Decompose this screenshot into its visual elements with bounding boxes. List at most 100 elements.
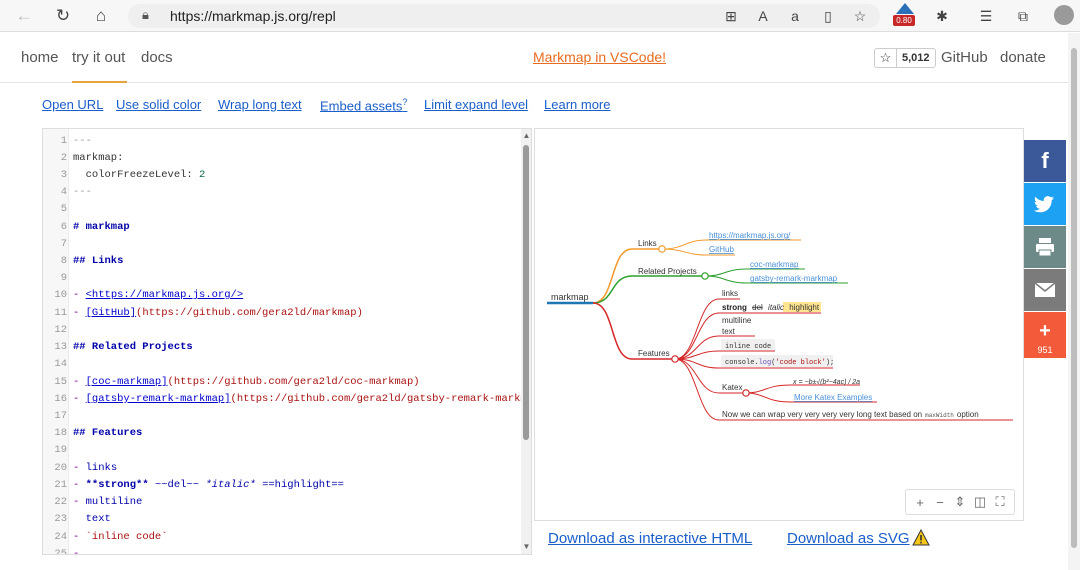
code-line[interactable]: 10- <https://markmap.js.org/> (54, 289, 244, 301)
code-line[interactable]: 4--- (60, 186, 92, 198)
code-line[interactable]: 21- **strong** ~~del~~ *italic* ==highli… (54, 479, 344, 491)
print-share-button[interactable] (1024, 226, 1066, 268)
node-gatsby[interactable]: gatsby-remark-markmap (750, 274, 838, 283)
node-f-inline-code[interactable]: inline code (725, 343, 771, 351)
download-svg-link[interactable]: Download as SVG (787, 530, 910, 547)
code-line[interactable]: 6# markmap (60, 221, 130, 233)
reader-icon[interactable]: ▯ (824, 8, 832, 24)
f-italic: italic (768, 303, 784, 312)
code-line[interactable]: 17 (54, 410, 67, 422)
url-text[interactable]: https://markmap.js.org/repl (170, 8, 336, 24)
code-line[interactable]: 3 colorFreezeLevel: 2 (60, 169, 206, 181)
embed-help-icon[interactable]: ? (402, 97, 408, 107)
code-line[interactable]: 1--- (60, 135, 92, 147)
favorites-list-icon[interactable]: ☰ (979, 8, 993, 24)
wrap-text-link[interactable]: Wrap long text (218, 97, 302, 112)
open-url-link[interactable]: Open URL (42, 97, 104, 112)
zoom-in-icon[interactable]: + (916, 494, 924, 510)
toggle-icon[interactable]: ◫ (973, 494, 987, 509)
node-wrap-note[interactable]: Now we can wrap very very very very long… (722, 410, 979, 419)
code-line[interactable]: 18## Features (54, 427, 143, 439)
scroll-down-icon[interactable]: ▼ (522, 542, 531, 551)
more-share-button[interactable]: + 951 (1024, 312, 1066, 358)
code-line[interactable]: 13## Related Projects (54, 341, 193, 353)
code-line[interactable]: 7 (60, 238, 67, 250)
code-line[interactable]: 19 (54, 444, 67, 456)
zoom-out-icon[interactable]: − (936, 494, 944, 510)
address-bar[interactable]: 🔒︎ https://markmap.js.org/repl (128, 4, 880, 28)
nav-docs[interactable]: docs (141, 49, 173, 66)
extension-icon[interactable]: 0.80 (893, 3, 915, 27)
f-del: del (752, 303, 763, 312)
page-scroll-thumb[interactable] (1071, 48, 1077, 548)
puzzle-icon[interactable]: ✱ (936, 8, 948, 24)
read-aloud-icon[interactable]: A (758, 8, 768, 24)
nav-donate[interactable]: donate (1000, 49, 1046, 66)
lock-icon[interactable]: 🔒︎ (142, 7, 149, 22)
code-line[interactable]: 22- multiline (54, 496, 143, 508)
collections-icon[interactable]: ⧉ (1018, 8, 1028, 24)
fit-icon[interactable]: ⇕ (954, 494, 966, 509)
vscode-link[interactable]: Markmap in VSCode! (533, 49, 667, 65)
node-links[interactable]: Links (638, 239, 657, 248)
node-link-github[interactable]: GitHub (709, 245, 734, 254)
github-star-button[interactable]: ☆ 5,012 (874, 48, 936, 68)
node-link-markmap[interactable]: https://markmap.js.org/ (709, 231, 791, 240)
code-line[interactable]: 8## Links (60, 255, 124, 267)
home-icon[interactable]: ⌂ (95, 6, 107, 25)
favorite-icon[interactable]: ☆ (853, 8, 867, 24)
node-katex-more[interactable]: More Katex Examples (794, 393, 872, 402)
warning-icon[interactable] (912, 529, 930, 547)
extension-badge: 0.80 (893, 15, 915, 26)
back-icon[interactable]: ← (15, 6, 33, 25)
fullscreen-icon[interactable]: ⛶ (995, 494, 1005, 509)
code-line[interactable]: 11- [GitHub](https://github.com/gera2ld/… (54, 307, 363, 319)
nav-github[interactable]: GitHub (941, 49, 988, 66)
embed-assets-link[interactable]: Embed assets? (320, 97, 407, 113)
node-root[interactable]: markmap (551, 292, 589, 302)
node-f-code-block[interactable]: console.log('code block'); (725, 359, 834, 367)
facebook-share-button[interactable]: f (1024, 140, 1066, 182)
profile-avatar[interactable] (1054, 5, 1074, 25)
markmap-svg[interactable]: markmap Links https://markmap.js.org/ Gi… (535, 129, 1023, 520)
node-katex-formula[interactable]: x = −b±√(b²−4ac) / 2a (792, 378, 860, 386)
code-line[interactable]: 12 (54, 324, 67, 336)
editor-scroll-thumb[interactable] (523, 145, 529, 440)
scroll-up-icon[interactable]: ▲ (522, 131, 531, 140)
code-line[interactable]: 20- links (54, 462, 118, 474)
f-strong: strong (722, 303, 747, 312)
code-line[interactable]: 25- (54, 548, 80, 555)
site-header: home try it out docs Markmap in VSCode! … (0, 33, 1080, 83)
nav-home[interactable]: home (21, 49, 59, 66)
node-f-multiline[interactable]: multiline (722, 316, 752, 325)
code-line[interactable]: 23 text (54, 513, 111, 525)
embed-assets-label[interactable]: Embed assets (320, 98, 403, 114)
code-line[interactable]: 14 (54, 358, 67, 370)
node-f-links[interactable]: links (722, 289, 738, 298)
markmap-preview[interactable]: markmap Links https://markmap.js.org/ Gi… (534, 128, 1024, 521)
grid-icon[interactable]: ⊞ (725, 8, 737, 24)
node-f-formats[interactable]: strong del italic highlight (722, 303, 820, 312)
twitter-share-button[interactable] (1024, 183, 1066, 225)
solid-color-link[interactable]: Use solid color (116, 97, 202, 112)
download-html-link[interactable]: Download as interactive HTML (548, 530, 753, 547)
node-f-katex[interactable]: Katex (722, 383, 742, 392)
nav-try-it-out[interactable]: try it out (72, 49, 126, 66)
node-f-text[interactable]: text (722, 327, 736, 336)
code-line[interactable]: 16- [gatsby-remark-markmap](https://gith… (54, 393, 532, 405)
node-features[interactable]: Features (638, 349, 670, 358)
learn-more-link[interactable]: Learn more (544, 97, 611, 112)
node-coc-markmap[interactable]: coc-markmap (750, 260, 799, 269)
mail-icon (1034, 282, 1056, 297)
code-line[interactable]: 5 (60, 203, 67, 215)
translate-icon[interactable]: a (791, 8, 799, 24)
node-related[interactable]: Related Projects (638, 267, 697, 276)
code-line[interactable]: 9 (60, 272, 67, 284)
limit-level-link[interactable]: Limit expand level (424, 97, 529, 112)
code-line[interactable]: 24- `inline code` (54, 531, 168, 543)
reload-icon[interactable]: ↻ (55, 6, 71, 25)
code-line[interactable]: 15- [coc-markmap](https://github.com/ger… (54, 376, 420, 388)
email-share-button[interactable] (1024, 269, 1066, 311)
